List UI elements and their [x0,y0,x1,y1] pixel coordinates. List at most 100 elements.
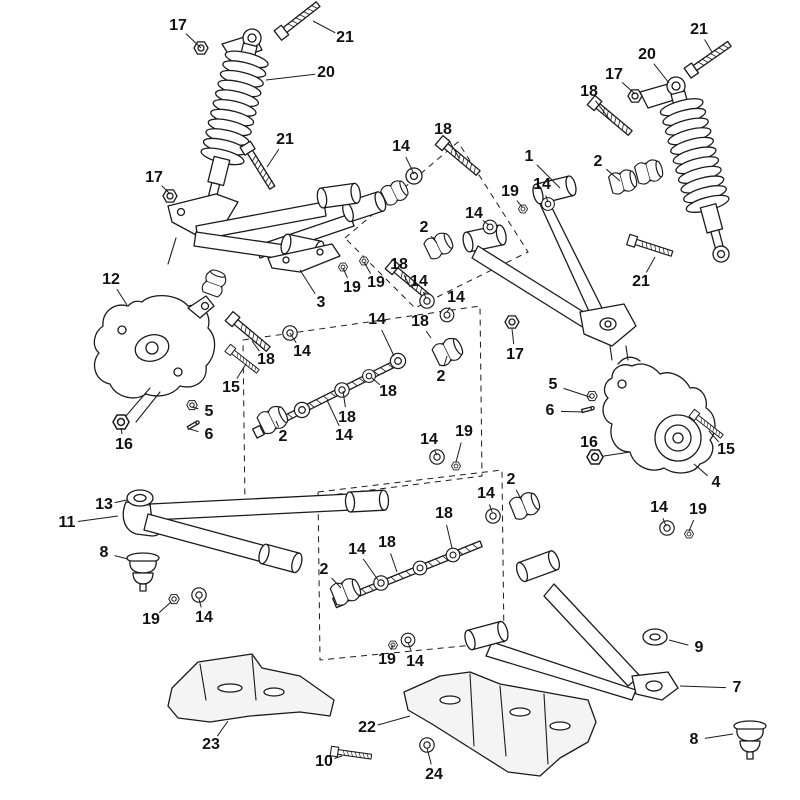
callout-leader-14 [407,641,412,652]
callout-label-2: 2 [420,219,429,236]
rubber-bushing [633,157,666,187]
callout-label-24: 24 [425,766,443,783]
callout-leader-19 [455,442,462,463]
callout-label-10: 10 [315,753,333,770]
callout-label-19: 19 [378,651,396,668]
ball-joint-right [733,720,767,760]
arm-mount-plate [267,243,341,273]
rubber-bushing [507,489,543,522]
spindle-nut [112,414,130,430]
rubber-bushing [607,167,640,197]
callout-label-18: 18 [379,383,397,400]
rubber-bushing [200,267,229,299]
callout-label-14: 14 [533,176,551,193]
callout-label-22: 22 [358,719,376,736]
callout-leader-20 [653,63,670,84]
callout-leader-17 [511,328,515,345]
callout-leader-18 [390,553,398,573]
callout-leader-17 [161,185,171,195]
flat-washer [445,547,461,563]
callout-label-3: 3 [317,294,326,311]
callout-leader-2 [515,489,523,502]
callout-leader-18 [371,377,381,386]
callout-label-18: 18 [580,83,598,100]
callout-label-14: 14 [406,653,424,670]
callout-label-19: 19 [343,279,361,296]
callout-leader-18 [403,274,411,288]
flat-washer [412,560,428,576]
ball-joint-left [126,552,160,592]
callout-leader-14 [433,449,438,456]
callout-label-19: 19 [142,611,160,628]
callout-leader-2 [430,235,438,244]
callout-leader-3 [299,269,316,294]
callout-leader-20 [265,73,316,81]
flange-bolt [586,94,635,139]
flat-washer [389,352,407,370]
flat-washer [419,737,435,753]
callout-label-12: 12 [102,271,120,288]
grease-fitting-left [186,420,200,430]
callout-label-21: 21 [690,21,708,38]
callout-label-13: 13 [95,496,113,513]
callout-leader-2 [605,168,621,182]
flat-washer [485,508,501,524]
callout-label-14: 14 [477,485,495,502]
callout-label-2: 2 [320,561,329,578]
front-skid-plate [167,653,335,723]
lock-nut [162,189,178,203]
callout-label-18: 18 [390,256,408,273]
callout-label-23: 23 [202,736,220,753]
spindle-nut [586,449,604,465]
callout-label-19: 19 [689,501,707,518]
callout-leader-5 [191,406,199,410]
callout-leader-5 [563,387,591,398]
shock-bolt [239,140,278,192]
flat-washer [293,401,311,419]
callout-label-21: 21 [276,131,294,148]
small-nut [518,204,528,214]
callout-leader-9 [668,639,689,646]
callout-leader-18 [425,330,432,339]
shock-bolt [273,0,323,41]
skid-plate-bolt [329,745,373,762]
small-nut [338,262,348,272]
upper-left-control-arm [167,182,389,265]
flat-washer [373,575,389,591]
callout-label-14: 14 [410,273,428,290]
callout-leader-15 [708,430,720,443]
callout-leader-14 [362,558,379,581]
callout-leader-19 [688,519,695,532]
callout-label-8: 8 [100,544,109,561]
callout-leader-6 [560,410,585,413]
callout-leader-8 [114,555,129,560]
rear-skid-plate [403,671,597,777]
callout-leader-18 [448,139,460,159]
callout-leader-17 [185,33,202,49]
callout-leader-19 [390,644,394,650]
callout-label-21: 21 [632,273,650,290]
callout-leader-10 [334,755,343,759]
lock-nut [504,315,520,329]
callout-label-14: 14 [195,609,213,626]
callout-label-14: 14 [447,289,465,306]
lock-nut [627,89,643,103]
lower-left-control-arm [122,489,390,575]
flat-washer [429,449,445,465]
callout-leader-21 [266,148,280,168]
callout-leader-24 [426,747,432,765]
small-nut [359,256,369,266]
callout-label-1: 1 [525,148,534,165]
callout-label-14: 14 [392,138,410,155]
callout-leader-2 [275,420,280,428]
callout-leader-2 [331,577,342,589]
callout-label-15: 15 [717,441,735,458]
callout-label-17: 17 [169,17,187,34]
callout-leader-18 [342,390,346,408]
small-nut [451,461,461,471]
callout-leader-8 [704,733,734,739]
flat-washer [362,369,376,383]
flat-washer [419,293,435,309]
